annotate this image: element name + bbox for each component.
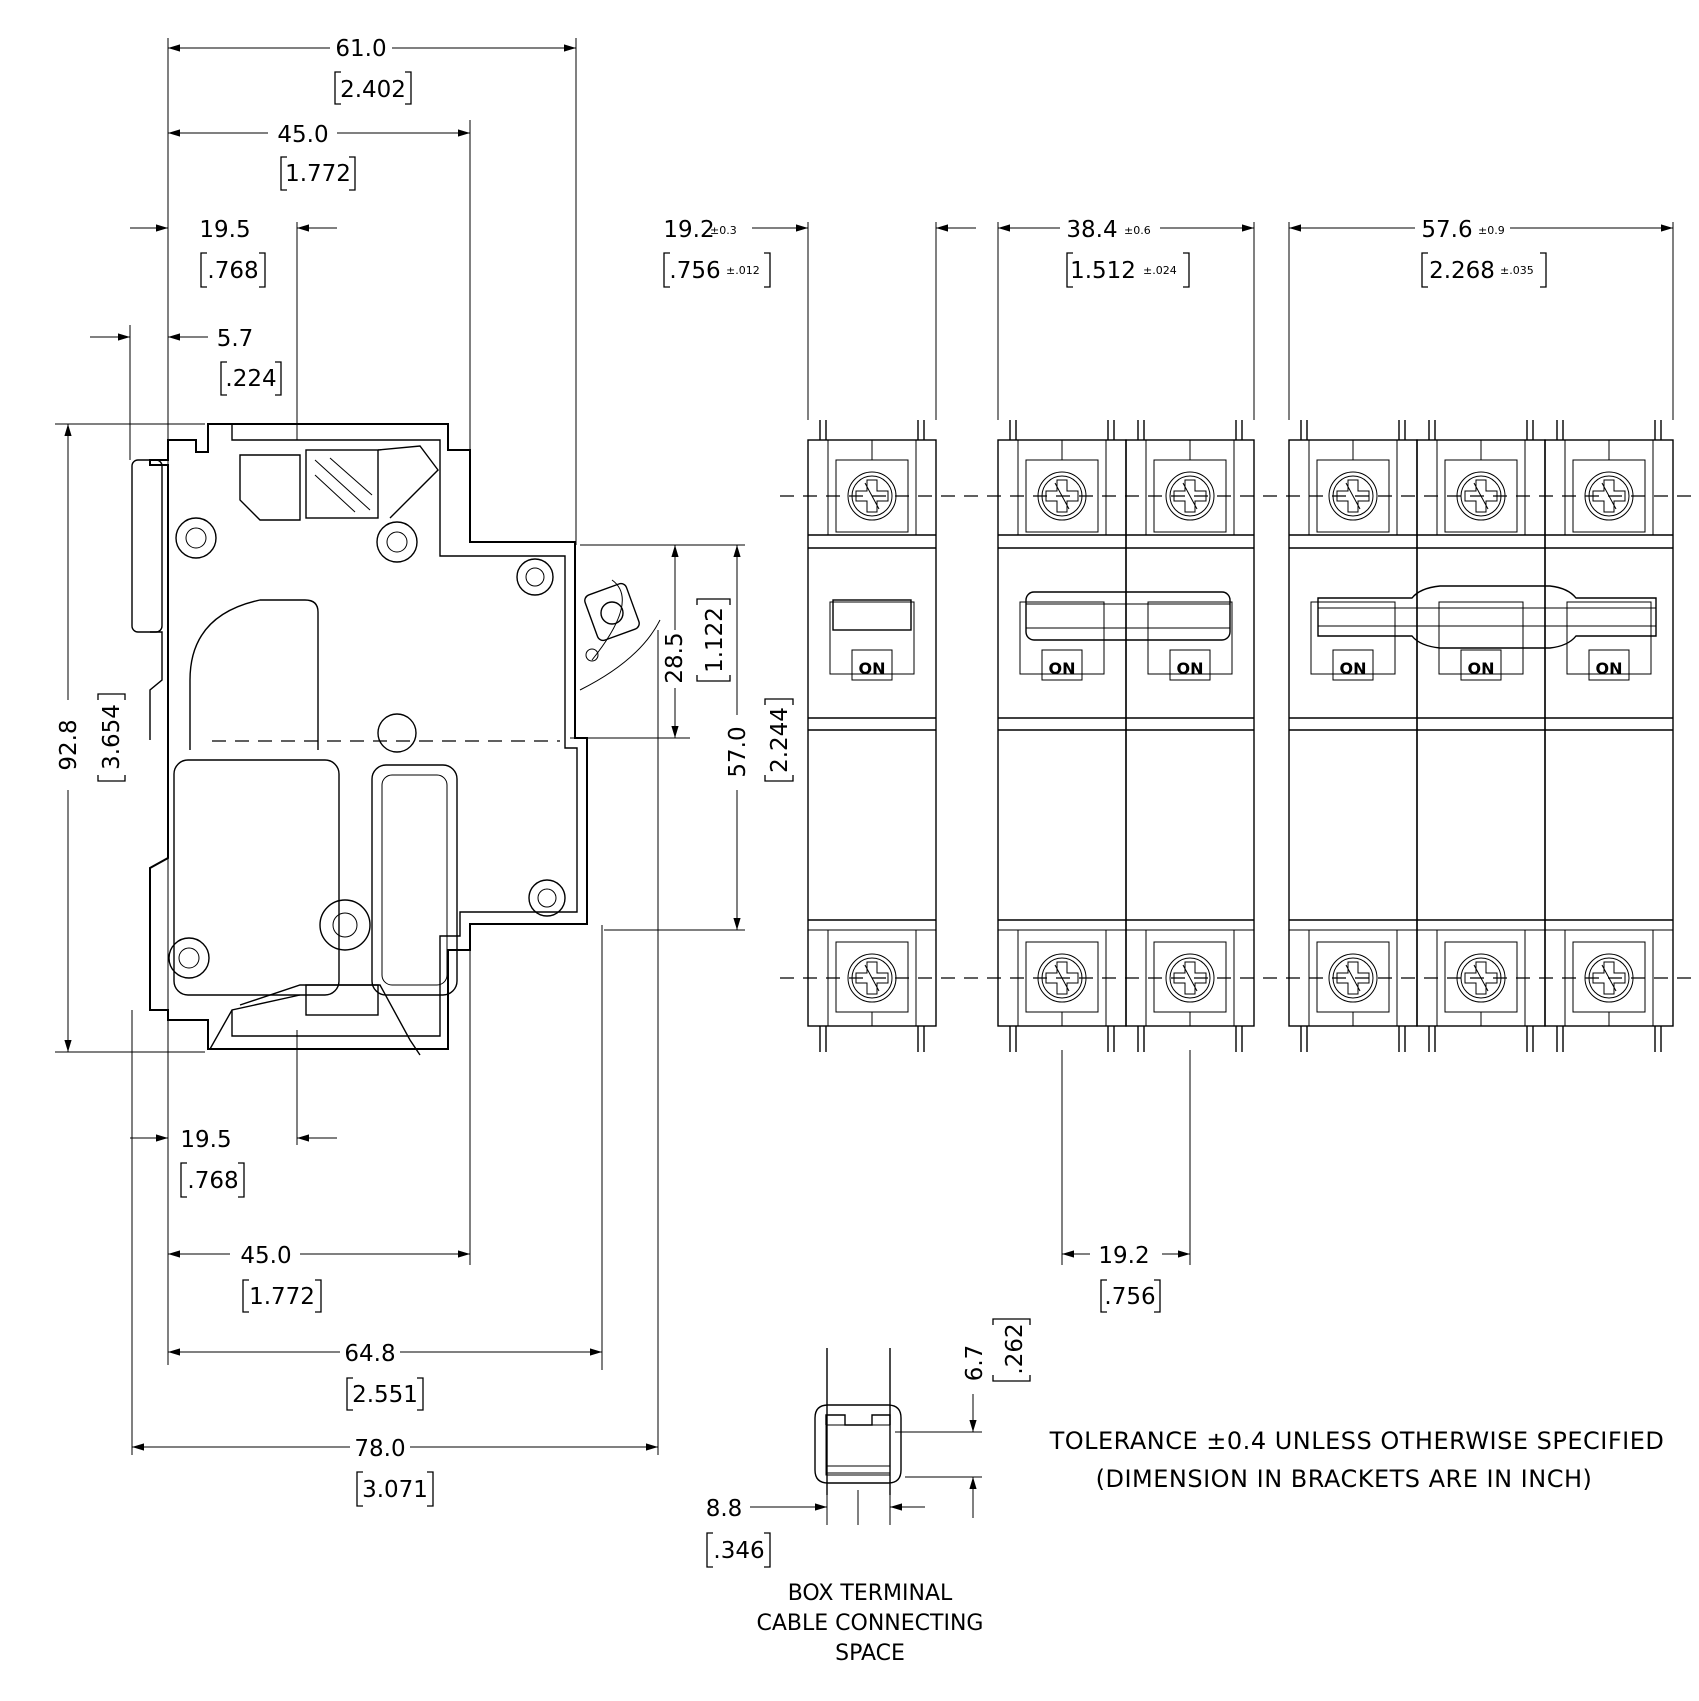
- box-terminal-detail: 6.7 .262 8.8 .346 BOX TERMINAL CABLE CON…: [706, 1318, 1031, 1666]
- dim-19-5-top-inch: .768: [207, 258, 258, 284]
- dim-pole3-inch-tol: ±.035: [1500, 264, 1534, 277]
- dim-pole1-inch-tol: ±.012: [726, 264, 760, 277]
- switch-label-on-2a: ON: [1049, 659, 1076, 678]
- dim-45-top-inch: 1.772: [285, 161, 351, 187]
- dim-5-7-inch: .224: [225, 366, 276, 392]
- front-view-dimensions: 19.2 ±0.3 .756 ±.012 38.4 ±0.6 1.512 ±.0…: [663, 217, 1674, 1313]
- switch-label-on-3a: ON: [1340, 659, 1367, 678]
- dim-61-inch: 2.402: [340, 77, 406, 103]
- box-terminal-caption-3: SPACE: [835, 1641, 905, 1666]
- dim-pole2-inch-tol: ±.024: [1143, 264, 1177, 277]
- front-view-3-pole: ON ON ON: [1289, 420, 1673, 1052]
- dim-45-top-mm: 45.0: [277, 122, 328, 148]
- dim-pole2-mm-tol: ±0.6: [1124, 224, 1151, 237]
- side-view-outline: [131, 423, 661, 1056]
- dim-pole2-inch: 1.512: [1070, 258, 1136, 284]
- dim-pole1-mm: 19.2: [663, 217, 714, 243]
- dim-78-mm: 78.0: [354, 1436, 405, 1462]
- dim-pole3-mm: 57.6: [1421, 217, 1472, 243]
- dim-19-5-bottom-mm: 19.5: [180, 1127, 231, 1153]
- dim-pole1-mm-tol: ±0.3: [710, 224, 737, 237]
- tolerance-note: TOLERANCE ±0.4 UNLESS OTHERWISE SPECIFIE…: [1049, 1427, 1665, 1455]
- dim-pole1-inch: .756: [669, 258, 720, 284]
- dim-28-5-mm: 28.5: [662, 632, 688, 683]
- switch-label-on-1: ON: [859, 659, 886, 678]
- box-terminal-caption-1: BOX TERMINAL: [788, 1581, 953, 1606]
- dim-92-8-mm: 92.8: [56, 719, 82, 770]
- dim-64-8-inch: 2.551: [352, 1382, 418, 1408]
- switch-label-on-3b: ON: [1468, 659, 1495, 678]
- dim-28-5-inch: 1.122: [702, 607, 728, 673]
- dim-pole3-mm-tol: ±0.9: [1478, 224, 1505, 237]
- dim-19-5-top-mm: 19.5: [199, 217, 250, 243]
- front-view-1-pole: ON: [808, 420, 936, 1052]
- dim-92-8-inch: 3.654: [99, 704, 125, 770]
- dim-box-width-inch: .346: [713, 1538, 764, 1564]
- side-view-dimensions: 61.0 2.402 45.0 1.772 19.5 .768 5.7 .224…: [55, 36, 794, 1507]
- dim-57-mm: 57.0: [725, 726, 751, 777]
- dim-64-8-mm: 64.8: [344, 1341, 395, 1367]
- front-view-2-pole: ON ON: [998, 420, 1254, 1052]
- dim-5-7-mm: 5.7: [217, 326, 254, 352]
- box-terminal-caption-2: CABLE CONNECTING: [757, 1611, 984, 1636]
- switch-label-on-2b: ON: [1177, 659, 1204, 678]
- dim-pole3-inch: 2.268: [1429, 258, 1495, 284]
- units-note: (DIMENSION IN BRACKETS ARE IN INCH): [1096, 1465, 1593, 1493]
- dim-45-bottom-mm: 45.0: [240, 1243, 291, 1269]
- dim-pitch-mm: 19.2: [1098, 1243, 1149, 1269]
- dim-box-width-mm: 8.8: [706, 1496, 743, 1522]
- dim-45-bottom-inch: 1.772: [249, 1284, 315, 1310]
- dim-pole2-mm: 38.4: [1066, 217, 1117, 243]
- dim-pitch-inch: .756: [1104, 1284, 1155, 1310]
- dim-19-5-bottom-inch: .768: [187, 1168, 238, 1194]
- dim-box-height-inch: .262: [1002, 1323, 1028, 1374]
- dim-57-inch: 2.244: [767, 707, 793, 773]
- switch-label-on-3c: ON: [1596, 659, 1623, 678]
- dim-box-height-mm: 6.7: [962, 1345, 988, 1382]
- dim-78-inch: 3.071: [362, 1477, 428, 1503]
- dim-61-mm: 61.0: [335, 36, 386, 62]
